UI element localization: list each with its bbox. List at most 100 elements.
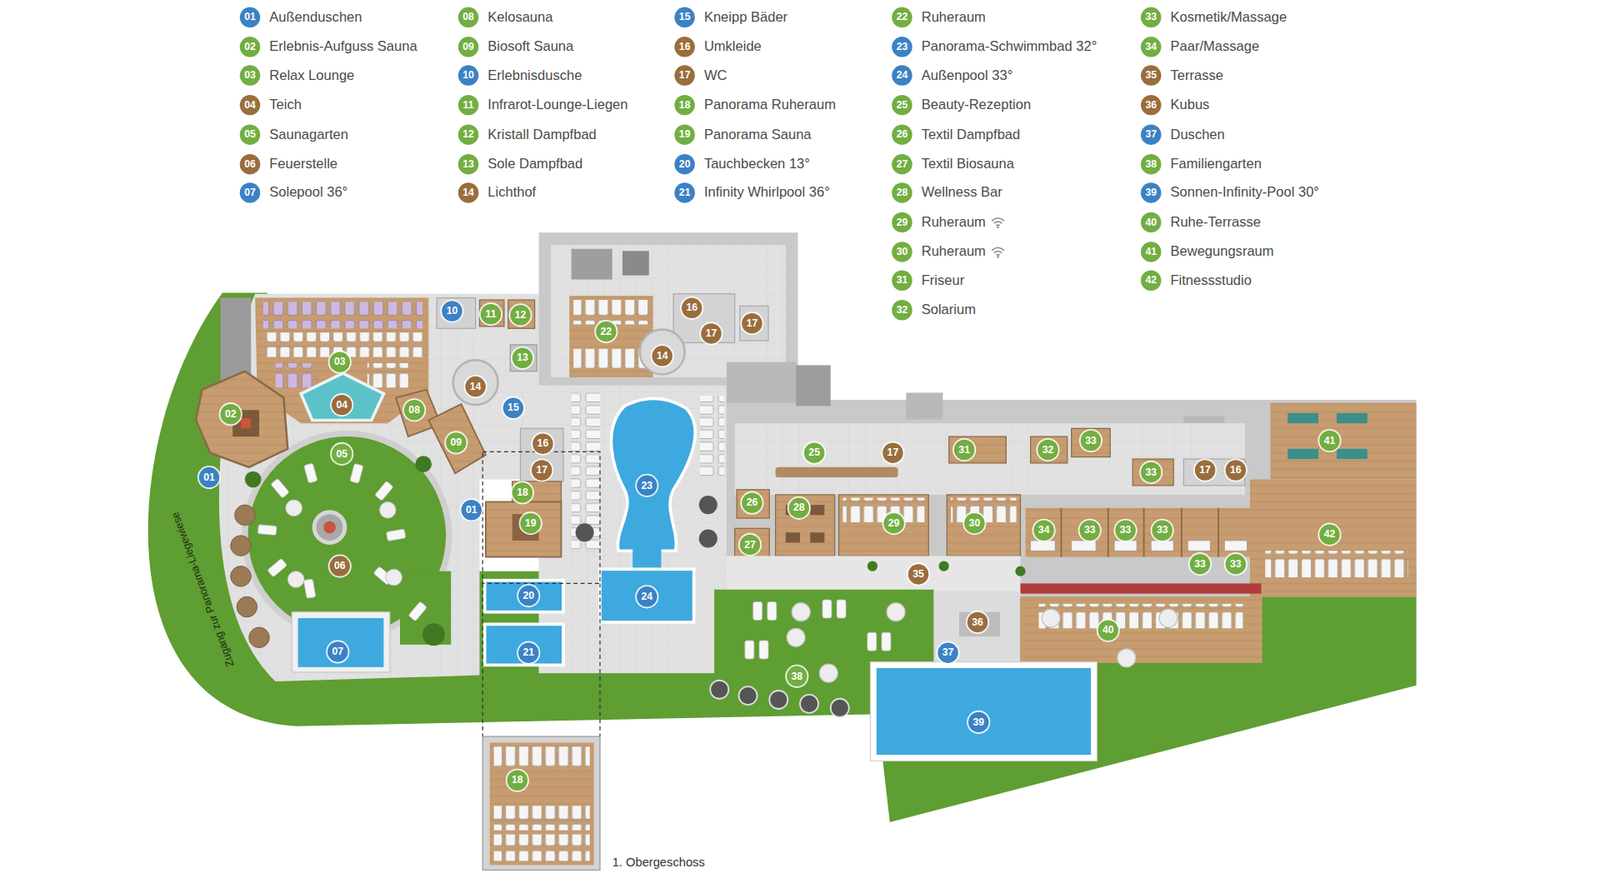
callout-marker: 20 bbox=[518, 585, 539, 606]
legend-text: Saunagarten bbox=[269, 126, 349, 144]
legend-text: Wellness Bar bbox=[921, 185, 1003, 202]
callout-number: 12 bbox=[515, 310, 527, 320]
legend-swatch: 32 bbox=[891, 300, 912, 320]
legend-swatch: 08 bbox=[458, 7, 479, 28]
callout-marker: 32 bbox=[1037, 440, 1058, 460]
legend-text: Solepool 36° bbox=[269, 185, 348, 202]
callout-marker: 17 bbox=[531, 460, 552, 480]
callout-number: 04 bbox=[335, 400, 348, 410]
legend-text: Kubus bbox=[1170, 96, 1210, 114]
callout-number: 19 bbox=[679, 129, 691, 140]
callout-number: 24 bbox=[641, 591, 654, 602]
callout-number: 14 bbox=[462, 188, 475, 199]
callout-number: 01 bbox=[465, 505, 478, 515]
callout-number: 16 bbox=[1230, 465, 1242, 475]
legend-text: Ruheraum bbox=[921, 9, 986, 26]
legend-swatch: 17 bbox=[674, 65, 695, 86]
legend-text: Kelosauna bbox=[487, 9, 553, 26]
callout-number: 15 bbox=[507, 403, 520, 414]
legend-text: Familiengarten bbox=[1170, 155, 1261, 173]
callout-number: 26 bbox=[896, 129, 909, 140]
legend-text: Beauty-Rezeption bbox=[921, 96, 1031, 114]
callout-marker: 29 bbox=[883, 513, 904, 534]
legend-entry: 40Ruhe-Terrasse bbox=[1140, 212, 1261, 233]
callout-number: 32 bbox=[1042, 445, 1055, 455]
callout-number: 21 bbox=[679, 188, 691, 199]
callout-marker: 33 bbox=[1115, 520, 1135, 540]
legend-swatch: 03 bbox=[240, 65, 260, 86]
callout-number: 01 bbox=[244, 12, 256, 23]
legend-entry: 29Ruheraum bbox=[891, 212, 1005, 233]
callout-marker: 35 bbox=[908, 564, 929, 585]
callout-marker: 19 bbox=[520, 513, 540, 534]
callout-number: 27 bbox=[744, 540, 756, 550]
floor-caption: 1. Obergeschoss bbox=[612, 855, 705, 870]
callout-number: 14 bbox=[656, 350, 669, 361]
legend-text: Duschen bbox=[1170, 126, 1225, 144]
legend-entry: 35Terrasse bbox=[1140, 65, 1224, 86]
callout-marker: 33 bbox=[1080, 520, 1100, 540]
legend-entry: 13Sole Dampfbad bbox=[458, 153, 583, 174]
legend-swatch: 19 bbox=[674, 124, 695, 145]
callout-number: 16 bbox=[537, 439, 550, 450]
legend-text: Ruheraum bbox=[921, 243, 986, 260]
callout-number: 13 bbox=[462, 158, 475, 169]
callout-number: 11 bbox=[485, 309, 496, 320]
legend-swatch: 40 bbox=[1140, 212, 1161, 233]
callout-number: 33 bbox=[1145, 12, 1157, 23]
callout-marker: 17 bbox=[700, 323, 721, 344]
callout-marker: 25 bbox=[804, 442, 825, 463]
callout-number: 05 bbox=[335, 449, 348, 460]
legend-swatch: 34 bbox=[1140, 36, 1161, 57]
callout-number: 37 bbox=[1145, 129, 1157, 140]
callout-marker: 17 bbox=[741, 313, 762, 334]
legend-entry: 25Beauty-Rezeption bbox=[891, 95, 1031, 115]
callout-marker: 30 bbox=[964, 513, 985, 534]
callout-number: 35 bbox=[1145, 70, 1157, 81]
callout-marker: 07 bbox=[327, 641, 348, 662]
callout-number: 38 bbox=[1145, 158, 1157, 169]
callout-marker: 40 bbox=[1098, 620, 1119, 640]
callout-number: 07 bbox=[244, 188, 256, 199]
callout-marker: 09 bbox=[445, 432, 466, 453]
legend-swatch: 05 bbox=[240, 124, 260, 145]
callout-marker: 08 bbox=[404, 400, 425, 420]
callout-number: 25 bbox=[808, 448, 820, 459]
legend-entry: 26Textil Dampfbad bbox=[891, 124, 1020, 145]
legend-swatch: 15 bbox=[674, 7, 695, 28]
legend-swatch: 12 bbox=[458, 124, 479, 145]
callout-marker: 14 bbox=[651, 345, 672, 366]
legend-swatch: 33 bbox=[1140, 7, 1161, 28]
legend-text: Ruheraum bbox=[921, 214, 986, 231]
legend-entry: 30Ruheraum bbox=[891, 241, 1005, 262]
legend-swatch: 11 bbox=[458, 95, 479, 115]
callout-number: 09 bbox=[450, 437, 463, 448]
callout-number: 16 bbox=[685, 303, 698, 314]
callout-marker: 34 bbox=[1033, 520, 1054, 540]
callout-number: 02 bbox=[225, 409, 237, 420]
callout-number: 03 bbox=[244, 70, 256, 81]
callout-marker: 02 bbox=[220, 404, 240, 425]
callout-number: 34 bbox=[1038, 525, 1050, 536]
callout-marker: 01 bbox=[199, 467, 220, 488]
legend-text: Fitnessstudio bbox=[1170, 272, 1251, 290]
callout-number: 08 bbox=[462, 12, 475, 23]
legend-swatch: 02 bbox=[240, 36, 260, 57]
legend-swatch: 31 bbox=[891, 270, 912, 291]
legend-entry: 32Solarium bbox=[891, 300, 976, 320]
legend-entry: 02 Erlebnis-Aufguss Sauna bbox=[240, 36, 418, 57]
callout-marker: 14 bbox=[465, 376, 485, 397]
legend-entry: 05 Saunagarten bbox=[240, 124, 349, 145]
callout-number: 28 bbox=[896, 188, 909, 199]
callout-number: 01 bbox=[203, 472, 215, 483]
callout-marker: 16 bbox=[1225, 460, 1246, 480]
legend-text: Erlebnis-Aufguss Sauna bbox=[269, 38, 417, 55]
legend-entry: 21Infinity Whirlpool 36° bbox=[674, 182, 830, 203]
legend-entry: 41Bewegungsraum bbox=[1140, 241, 1275, 262]
legend-entry: 03Relax Lounge bbox=[240, 65, 355, 86]
legend-entry: 31Friseur bbox=[891, 270, 965, 291]
callout-number: 05 bbox=[244, 129, 256, 140]
legend-swatch: 10 bbox=[458, 65, 479, 86]
legend-swatch: 18 bbox=[674, 95, 695, 115]
